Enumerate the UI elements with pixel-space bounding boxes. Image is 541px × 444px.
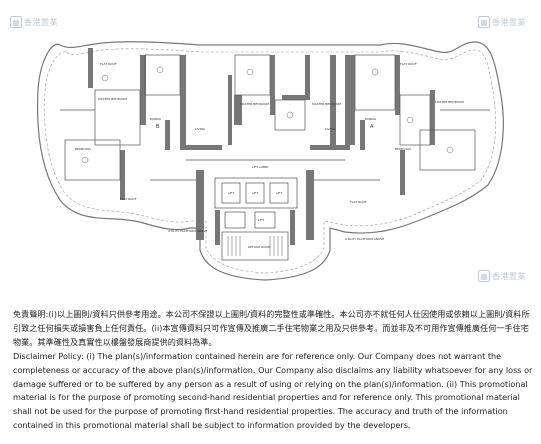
label-dining-right: DINING	[365, 117, 377, 121]
label-dining-left: DINING	[150, 117, 162, 121]
label-lift-1: LIFT	[228, 191, 234, 195]
label-living-left: LIVING	[195, 127, 206, 131]
label-lift-3: LIFT	[276, 191, 282, 195]
building-outline-inner	[44, 48, 496, 274]
label-master-bedroom-left: MASTER BEDROOM	[98, 97, 127, 101]
stair-hatching	[227, 236, 283, 256]
label-flat-b: B	[156, 124, 160, 130]
watermark-text: 香港置業	[492, 17, 526, 27]
watermark-logo-icon: ▦	[10, 16, 22, 28]
fixtures	[81, 66, 454, 164]
label-refuge-room: REFUGE ROOM	[248, 245, 271, 249]
interior-walls	[60, 54, 490, 261]
label-master-bedroom-right: MASTER BEDROOM	[435, 100, 464, 104]
disclaimer: 免責聲明:(i)以上圖則/資料只供參考用途。本公司不保證以上圖則/資料的完整性或…	[13, 308, 535, 433]
label-master-bedroom-center-left: MASTER BEDROOM	[240, 102, 269, 106]
label-utility-platform-right: UTILITY PLATFORM ABOVE	[345, 237, 384, 241]
label-bedroom-left: BEDROOM	[75, 147, 91, 151]
building-outline	[36, 41, 504, 281]
label-utility-platform-left: UTILITY PLATFORM ABOVE	[168, 229, 207, 233]
watermark-text: 香港置業	[24, 17, 58, 27]
label-flat-a: A	[370, 124, 374, 130]
label-lift-lobby: LIFT LOBBY	[252, 165, 269, 169]
watermark-text: 香港置業	[492, 271, 526, 281]
floor-plan-drawing: FLAT ROOF FLAT ROOF FLAT ROOF FLAT ROOF …	[36, 41, 504, 281]
watermark-logo-icon: ▦	[478, 16, 490, 28]
label-flat-roof-right: FLAT ROOF	[400, 62, 417, 66]
watermark-top-left: ▦ 香港置業	[10, 16, 58, 28]
label-flat-roof-left: FLAT ROOF	[100, 62, 117, 66]
label-master-bedroom-center-right: MASTER BEDROOM	[312, 102, 341, 106]
label-lift-4: LIFT	[258, 218, 264, 222]
watermark-bottom-right: ▦ 香港置業	[478, 270, 526, 282]
label-lift-2: LIFT	[252, 191, 258, 195]
label-flat-roof-bottom-left: FLAT ROOF	[120, 197, 137, 201]
label-flat-roof-bottom-right: FLAT ROOF	[350, 200, 367, 204]
label-bedroom-right: BEDROOM	[395, 147, 411, 151]
watermark-top-right: ▦ 香港置業	[478, 16, 526, 28]
watermark-logo-icon: ▦	[478, 270, 490, 282]
disclaimer-english: Disclaimer Policy: (i) The plan(s)/infor…	[13, 350, 533, 431]
structural-walls	[88, 48, 435, 245]
floor-plan: FLAT ROOF FLAT ROOF FLAT ROOF FLAT ROOF …	[10, 16, 526, 282]
disclaimer-chinese: 免責聲明:(i)以上圖則/資料只供參考用途。本公司不保證以上圖則/資料的完整性或…	[13, 309, 530, 347]
label-living-right: LIVING	[325, 127, 336, 131]
